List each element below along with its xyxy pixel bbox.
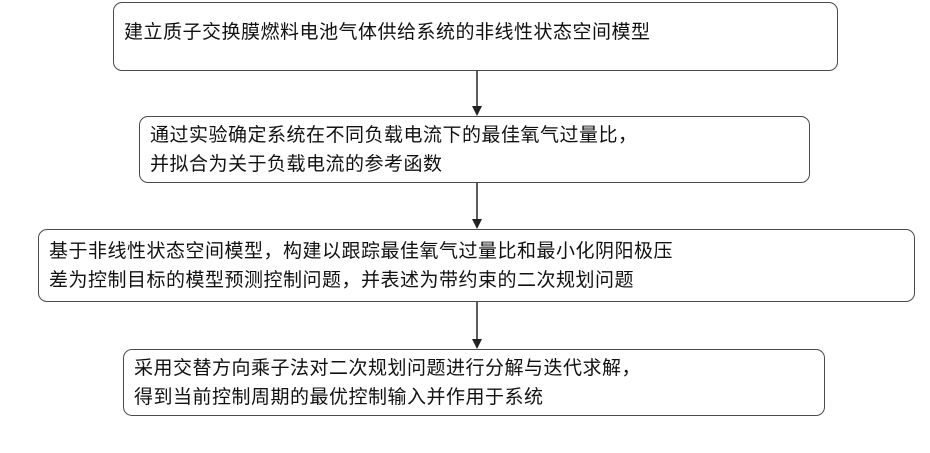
step-3-line-1: 基于非线性状态空间模型，构建以跟踪最佳氧气过量比和最小化阴阳极压: [49, 237, 904, 266]
step-box-2: 通过实验确定系统在不同负载电流下的最佳氧气过量比， 并拟合为关于负载电流的参考函…: [139, 116, 810, 183]
step-4-line-2: 得到当前控制周期的最优控制输入并作用于系统: [134, 383, 814, 412]
step-box-1: 建立质子交换膜燃料电池气体供给系统的非线性状态空间模型: [113, 2, 838, 71]
step-2-line-1: 通过实验确定系统在不同负载电流下的最佳氧气过量比，: [150, 121, 799, 150]
step-3-line-2: 差为控制目标的模型预测控制问题，并表述为带约束的二次规划问题: [49, 266, 904, 295]
step-1-line-1: 建立质子交换膜燃料电池气体供给系统的非线性状态空间模型: [124, 18, 827, 47]
step-box-4: 采用交替方向乘子法对二次规划问题进行分解与迭代求解， 得到当前控制周期的最优控制…: [123, 349, 825, 416]
step-box-3: 基于非线性状态空间模型，构建以跟踪最佳氧气过量比和最小化阴阳极压 差为控制目标的…: [38, 229, 915, 302]
arrow-1-to-2: [472, 71, 482, 116]
step-2-line-2: 并拟合为关于负载电流的参考函数: [150, 150, 799, 179]
arrow-2-to-3: [472, 183, 482, 229]
arrow-3-to-4: [472, 302, 482, 349]
step-4-line-1: 采用交替方向乘子法对二次规划问题进行分解与迭代求解，: [134, 354, 814, 383]
